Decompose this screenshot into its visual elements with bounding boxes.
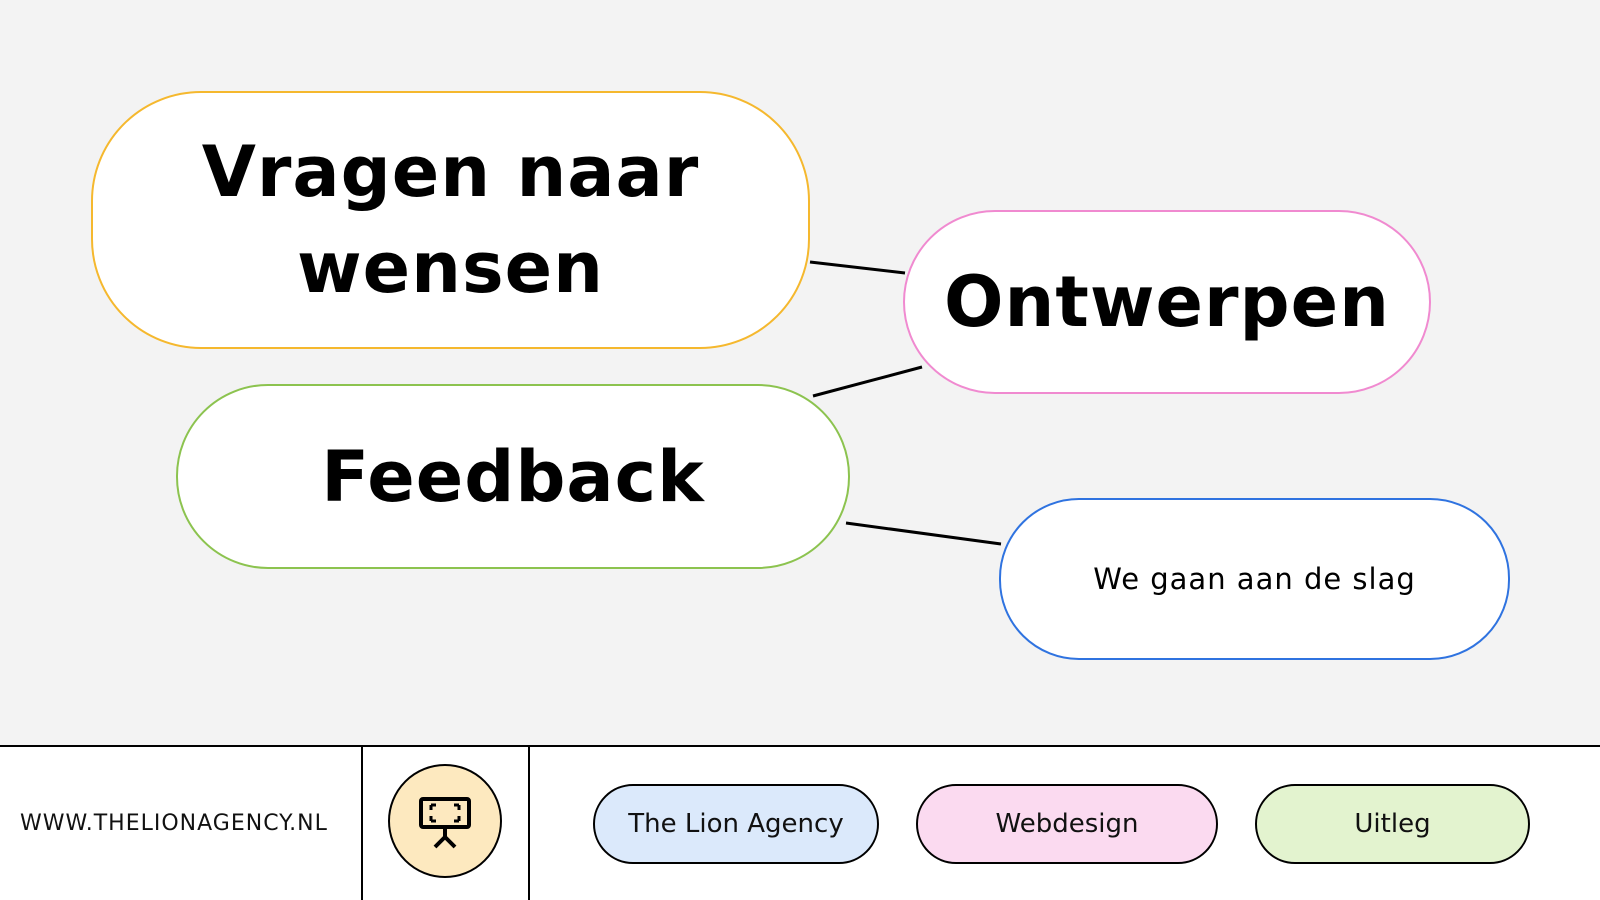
node-vragen-naar-wensen: Vragen naar wensen [91,91,810,349]
website-url[interactable]: WWW.THELIONAGENCY.NL [20,811,328,836]
node-vragen-line-1: Vragen naar [201,131,700,213]
presentation-board-icon [419,797,471,849]
node-vragen-line-2: wensen [297,227,604,309]
flow-diagram: Vragen naar wensen Ontwerpen Feedback We… [91,91,1510,660]
footer-divider [528,747,530,900]
tag-webdesign[interactable]: Webdesign [916,784,1218,864]
footer-bar: WWW.THELIONAGENCY.NL The Lion Agency Web… [0,745,1600,900]
node-feedback-label: Feedback [321,435,705,518]
connector-ontwerpen-feedback [812,365,923,398]
node-ontwerpen: Ontwerpen [903,210,1431,394]
connector-feedback-slag [845,521,1002,546]
tag-the-lion-agency[interactable]: The Lion Agency [593,784,879,864]
tag-uitleg[interactable]: Uitleg [1255,784,1530,864]
presentation-icon-badge [388,764,502,878]
node-we-gaan-aan-de-slag: We gaan aan de slag [999,498,1510,660]
connector-lines [809,260,1002,546]
node-feedback: Feedback [176,384,850,569]
node-slag-label: We gaan aan de slag [1093,562,1416,596]
connector-vragen-ontwerpen [809,260,906,275]
footer-divider [361,747,363,900]
node-ontwerpen-label: Ontwerpen [944,261,1390,343]
